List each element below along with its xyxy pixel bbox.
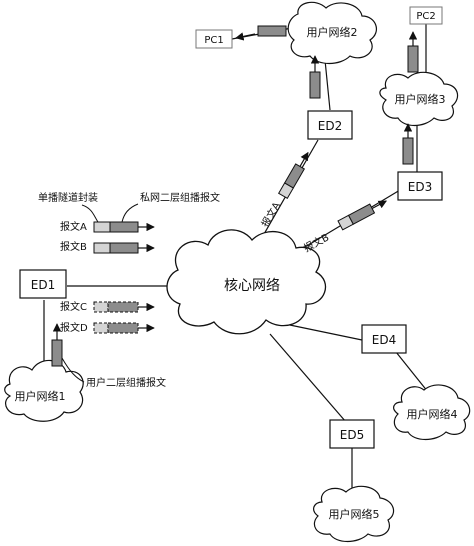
ed4-node: ED4 [361,324,407,354]
ed1-label: ED1 [31,278,55,292]
network5-label: 用户网络5 [329,507,380,521]
legend-msg-a-label: 报文A [60,220,87,233]
legend-msg-c-label: 报文C [60,300,87,313]
network1-cloud [4,359,84,422]
ed5-node: ED5 [329,419,375,449]
pc2-node: PC2 [409,6,443,25]
packet-to-pc2 [407,31,419,73]
ed3-box [397,171,443,201]
network4-cloud [393,384,471,441]
ed5-box [329,419,375,449]
network2-cloud [287,1,378,65]
packet-msg-b-link [337,200,387,231]
ed3-label: ED3 [408,180,432,194]
pc1-node: PC1 [195,29,233,49]
ed2-box [307,110,353,140]
legend-msg-d-label: 报文D [60,321,88,334]
ed4-label: ED4 [372,333,396,347]
packet-ed3-up [402,123,414,165]
legend-msg-b-label: 报文B [60,240,87,253]
core-network-label: 核心网络 [224,278,280,294]
ed2-label: ED2 [318,119,342,133]
ed1-box [19,269,67,299]
legend-msg-d: 报文D [60,321,155,334]
pc1-box [195,29,233,49]
legend-unicast-tunnel: 单播隧道封装 [38,191,98,204]
legend-private-l2-mcast: 私网二层组播报文 [140,191,220,204]
ed2-node: ED2 [307,110,353,140]
link-ed4-network4 [395,351,429,393]
link-label-a: 报文A [258,200,283,230]
link-ed5-core [269,333,347,423]
link-label-b: 报文B [301,230,331,254]
link-ed4-core [284,323,363,341]
network4-label: 用户网络4 [407,407,458,421]
packet-ed2-up [309,55,321,99]
network1-label: 用户网络1 [15,389,66,403]
legend-msg-b: 报文B [60,240,155,254]
ed1-node: ED1 [19,269,67,299]
network5-cloud [313,485,395,543]
packet-msg-a-link [277,151,309,200]
network2-label: 用户网络2 [307,25,358,39]
ed5-label: ED5 [340,428,364,442]
core-network-cloud [166,229,327,335]
pc1-label: PC1 [204,35,223,46]
legend-user-l2-mcast: 用户二层组播报文 [86,376,166,389]
legend-msg-c: 报文C [60,300,155,313]
ed4-box [361,324,407,354]
pc2-box [409,6,443,25]
network3-cloud [379,71,459,127]
packet-to-pc1 [235,25,287,41]
packet-ed1-up [51,323,63,367]
ed3-node: ED3 [397,171,443,201]
pc2-label: PC2 [416,11,435,22]
network3-label: 用户网络3 [395,92,446,106]
legend-msg-a: 报文A [60,220,155,233]
